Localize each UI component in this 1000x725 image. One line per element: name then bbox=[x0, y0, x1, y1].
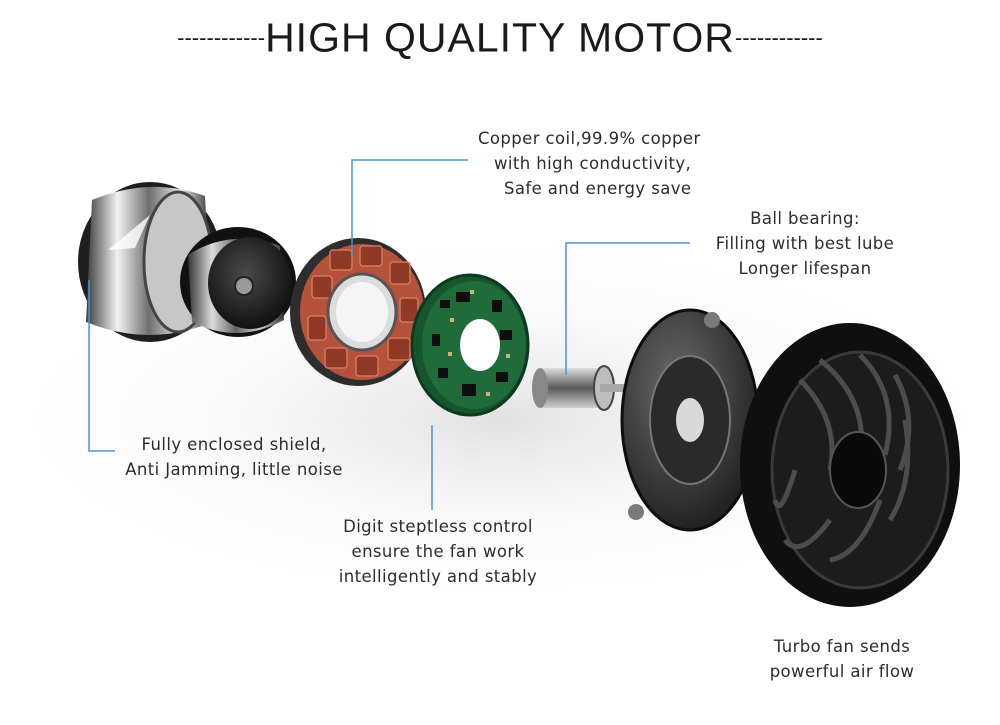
callout-shield: Fully enclosed shield, Anti Jamming, lit… bbox=[104, 432, 364, 482]
title-right-dashes: ------------ bbox=[734, 25, 823, 51]
mounting-plate bbox=[620, 308, 760, 532]
callout-copper-coil-line-3: Safe and energy save bbox=[504, 179, 692, 198]
title-text: HIGH QUALITY MOTOR bbox=[265, 14, 735, 61]
callout-shield-line-2: Anti Jamming, little noise bbox=[125, 460, 343, 479]
page-title: ------------HIGH QUALITY MOTOR----------… bbox=[0, 12, 1000, 62]
callout-ball-bearing: Ball bearing: Filling with best lube Lon… bbox=[700, 206, 910, 281]
callout-control: Digit steptless control ensure the fan w… bbox=[318, 514, 558, 589]
callout-copper-coil: Copper coil,99.9% copper with high condu… bbox=[478, 126, 701, 201]
rotor-cup bbox=[180, 227, 296, 337]
turbo-fan bbox=[740, 323, 960, 607]
callout-control-line-1: Digit steptless control bbox=[343, 517, 533, 536]
callout-ball-bearing-line-3: Longer lifespan bbox=[738, 259, 872, 278]
leader-lines bbox=[88, 159, 690, 510]
callout-turbo-fan-line-2: powerful air flow bbox=[769, 662, 915, 681]
callout-shield-line-1: Fully enclosed shield, bbox=[141, 435, 327, 454]
callout-control-line-3: intelligently and stably bbox=[338, 567, 538, 586]
title-left-dashes: ------------ bbox=[177, 25, 266, 51]
callout-turbo-fan: Turbo fan sends powerful air flow bbox=[752, 634, 932, 684]
leader-line-shield bbox=[88, 280, 115, 452]
callout-control-line-2: ensure the fan work bbox=[351, 542, 525, 561]
leader-line-ball-bearing bbox=[565, 242, 690, 375]
callout-copper-coil-line-1: Copper coil,99.9% copper bbox=[478, 129, 701, 148]
control-pcb bbox=[410, 273, 530, 417]
callout-turbo-fan-line-1: Turbo fan sends bbox=[773, 637, 911, 656]
callout-ball-bearing-line-2: Filling with best lube bbox=[715, 234, 895, 253]
copper-coil-stator bbox=[290, 238, 426, 386]
callout-ball-bearing-line-1: Ball bearing: bbox=[750, 209, 860, 228]
leader-line-copper-coil bbox=[351, 159, 468, 255]
callout-copper-coil-line-2: with high conductivity, bbox=[494, 154, 692, 173]
